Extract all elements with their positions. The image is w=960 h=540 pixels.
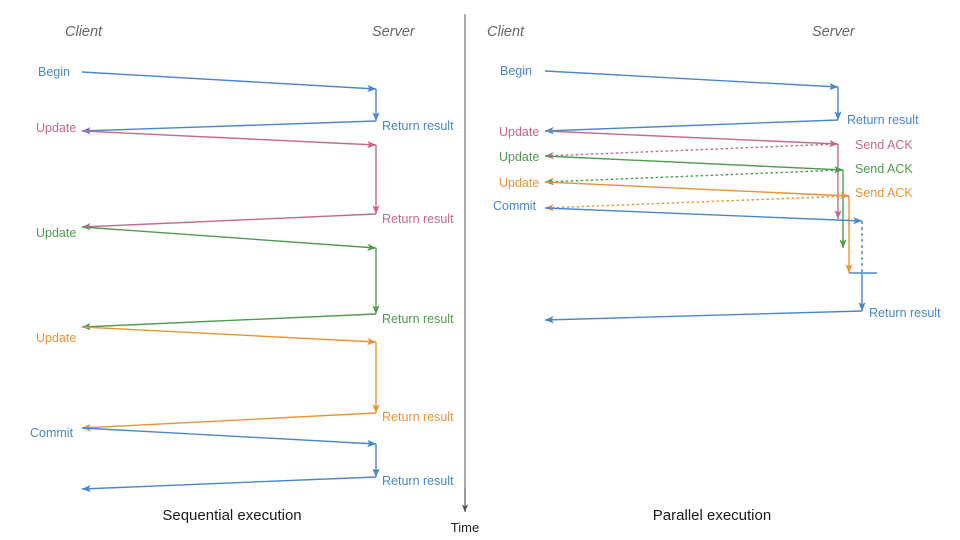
- message-label: Return result: [382, 212, 454, 226]
- message-update3-ack: Send ACK: [544, 186, 913, 212]
- message-arrow: [81, 71, 377, 93]
- message-arrow: [544, 181, 850, 200]
- message-begin-request: Begin: [38, 65, 377, 93]
- message-arrow: [544, 119, 839, 135]
- message-update2-request: Update: [499, 150, 844, 174]
- message-begin-return: Return result: [544, 113, 919, 135]
- panel-caption-parallel: Parallel execution: [653, 507, 771, 524]
- message-arrow: [544, 143, 839, 160]
- message-arrow: [544, 155, 844, 174]
- message-arrow: [81, 130, 377, 149]
- message-begin-return: Return result: [81, 119, 454, 135]
- message-commit-request: Commit: [30, 426, 377, 448]
- message-arrow: [81, 313, 377, 331]
- message-update3-return: Return result: [81, 410, 454, 432]
- message-label: Commit: [30, 426, 74, 440]
- message-update1-return: Return result: [81, 212, 454, 231]
- message-arrow: [81, 213, 377, 231]
- message-label: Begin: [38, 65, 70, 79]
- message-commit-request: Commit: [493, 199, 863, 225]
- message-label: Update: [499, 150, 539, 164]
- message-arrow: [81, 412, 377, 432]
- lane-header-client: Client: [487, 24, 525, 40]
- message-update3-request: Update: [499, 176, 850, 200]
- lane-header-client: Client: [65, 24, 103, 40]
- message-update2-ack: Send ACK: [544, 162, 913, 186]
- message-update1-request: Update: [36, 121, 377, 149]
- message-begin-request: Begin: [500, 64, 839, 91]
- message-arrow: [544, 195, 850, 212]
- time-axis-label: Time: [451, 520, 479, 535]
- message-label: Send ACK: [855, 186, 913, 200]
- message-commit-return: Return result: [81, 474, 454, 493]
- message-update2-request: Update: [36, 226, 377, 252]
- message-label: Update: [36, 121, 76, 135]
- message-label: Begin: [500, 64, 532, 78]
- message-label: Update: [499, 125, 539, 139]
- message-arrow: [81, 427, 377, 448]
- message-arrow: [81, 476, 377, 493]
- message-label: Send ACK: [855, 138, 913, 152]
- message-arrow: [81, 120, 377, 135]
- message-arrow: [544, 130, 839, 148]
- message-arrow: [544, 310, 863, 324]
- message-update1-request: Update: [499, 125, 839, 148]
- message-label: Update: [36, 226, 76, 240]
- message-update3-request: Update: [36, 326, 377, 346]
- lane-header-server: Server: [812, 24, 856, 40]
- message-label: Return result: [382, 312, 454, 326]
- message-arrow: [544, 207, 863, 225]
- message-label: Update: [36, 331, 76, 345]
- message-label: Return result: [382, 119, 454, 133]
- message-arrow: [81, 326, 377, 346]
- message-update2-return: Return result: [81, 312, 454, 331]
- message-update1-ack: Send ACK: [544, 138, 913, 160]
- message-label: Return result: [382, 410, 454, 424]
- message-label: Return result: [847, 113, 919, 127]
- message-arrow: [81, 226, 377, 252]
- lane-header-server: Server: [372, 24, 416, 40]
- message-arrow: [544, 70, 839, 91]
- message-label: Update: [499, 176, 539, 190]
- message-label: Commit: [493, 199, 537, 213]
- panel-caption-sequential: Sequential execution: [162, 507, 301, 524]
- message-label: Return result: [869, 306, 941, 320]
- message-label: Send ACK: [855, 162, 913, 176]
- message-commit-return: Return result: [544, 306, 941, 324]
- message-label: Return result: [382, 474, 454, 488]
- message-arrow: [544, 169, 844, 186]
